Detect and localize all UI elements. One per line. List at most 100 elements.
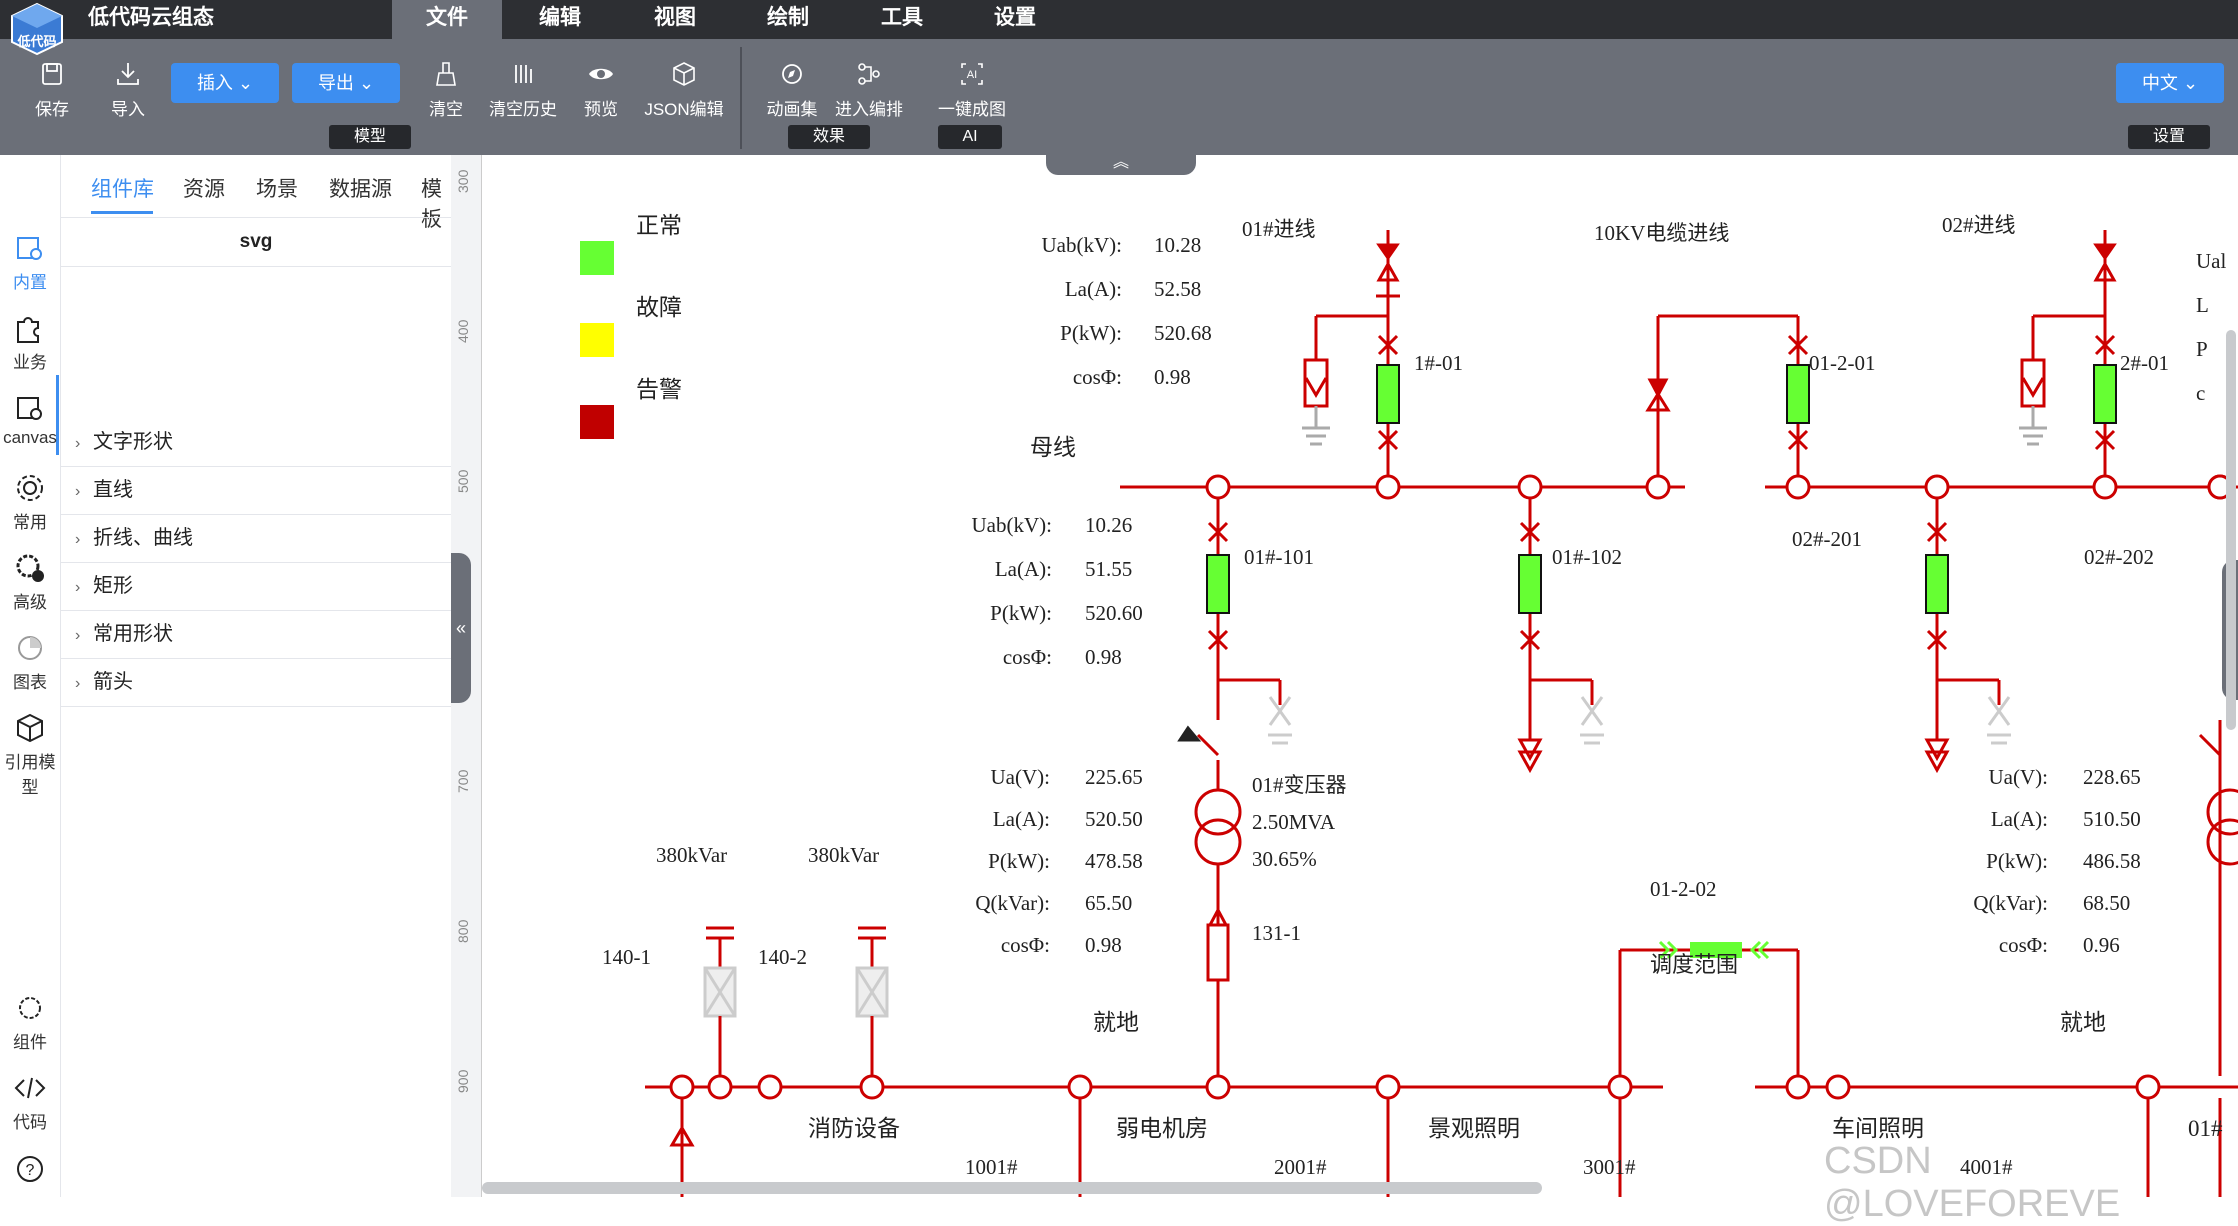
diagram-label: 01#-101 — [1244, 545, 1314, 569]
collapse-toolbar-button[interactable]: ︽ — [1046, 155, 1196, 175]
iconbar-code[interactable]: 代码 — [0, 1070, 60, 1133]
iconbar-business[interactable]: 业务 — [0, 310, 60, 373]
tab-resources[interactable]: 资源 — [183, 178, 225, 201]
one-click-diagram-button[interactable]: AI 一键成图 — [932, 59, 1012, 120]
ground-switch-icon — [1987, 696, 2011, 745]
help-button[interactable]: ? — [0, 1151, 60, 1189]
menu-settings[interactable]: 设置 — [994, 6, 1036, 29]
diagram-label: 0.98 — [1085, 645, 1122, 669]
diagram-label: 01#进线 — [1242, 217, 1316, 241]
insert-dropdown[interactable]: 插入 ⌄ — [171, 63, 279, 103]
diagram-label: cosΦ: — [1003, 645, 1052, 669]
iconbar-canvas[interactable]: canvas — [0, 390, 60, 448]
diagram-label: Uab(kV): — [1042, 233, 1122, 257]
diagram-label: Uab(kV): — [972, 513, 1052, 537]
diagram-label: 30.65% — [1252, 847, 1317, 871]
chevron-down-icon: ⌄ — [2182, 73, 2199, 93]
diagram-label: 02#进线 — [1942, 213, 2016, 237]
chevron-right-icon: › — [75, 675, 81, 692]
cursor-icon — [1177, 725, 1202, 742]
iconbar-chart[interactable]: 图表 — [0, 630, 60, 693]
legend-swatch — [580, 241, 614, 275]
logo-text: 低代码 — [16, 34, 56, 49]
menu-draw[interactable]: 绘制 — [767, 6, 809, 29]
panel-category-header: svg — [61, 217, 451, 267]
chevron-down-icon: ⌄ — [237, 73, 254, 93]
legend-label: 故障 — [636, 295, 682, 320]
bus-node — [757, 1074, 783, 1100]
collapse-left-panel-button[interactable]: « — [451, 553, 471, 703]
tab-scenes[interactable]: 场景 — [256, 178, 298, 201]
category-common-shapes[interactable]: ›常用形状 — [61, 611, 451, 659]
dispatch-bar — [1690, 942, 1742, 958]
diagram-label: 01#变压器 — [1252, 773, 1347, 797]
menu-edit[interactable]: 编辑 — [539, 6, 581, 29]
diagram-label: c — [2196, 381, 2205, 405]
app-title: 低代码云组态 — [88, 6, 214, 29]
bus-node — [1825, 1074, 1851, 1100]
tab-templates[interactable]: 模板 — [421, 178, 442, 231]
breaker-x — [1787, 334, 1809, 356]
bus-node — [1067, 1074, 1093, 1100]
menu-view[interactable]: 视图 — [654, 6, 696, 29]
category-text-shapes[interactable]: ›文字形状 — [61, 419, 451, 467]
menu-file[interactable]: 文件 — [392, 0, 502, 39]
category-line[interactable]: ›直线 — [61, 467, 451, 515]
diagram-label: cosΦ: — [1001, 933, 1050, 957]
iconbar-builtin[interactable]: 内置 — [0, 230, 60, 293]
save-button[interactable]: 保存 — [12, 59, 92, 120]
diagram-label: 478.58 — [1085, 849, 1143, 873]
switch-box — [1786, 364, 1810, 424]
chevron-right-icon: › — [75, 435, 81, 452]
import-button[interactable]: 导入 — [88, 59, 168, 120]
diagram-label: P(kW): — [990, 601, 1052, 625]
eye-icon — [589, 68, 613, 80]
puzzle-icon — [17, 317, 39, 343]
category-arrows[interactable]: ›箭头 — [61, 659, 451, 707]
diagram-label: 02#-201 — [1792, 527, 1862, 551]
language-select[interactable]: 中文 ⌄ — [2116, 63, 2224, 103]
enter-arrange-button[interactable]: 进入编排 — [829, 59, 909, 120]
diagram-label: La(A): — [993, 807, 1050, 831]
svg-text:AI: AI — [967, 69, 977, 81]
bus-node — [1205, 1074, 1231, 1100]
code-icon — [14, 1077, 46, 1099]
history-clear-icon — [515, 65, 532, 83]
breaker-x — [1519, 521, 1541, 543]
arrow-icon — [1517, 750, 1543, 774]
transformer-coil-top — [1194, 788, 1242, 836]
menu-bar: 低代码云组态 文件 编辑 视图 绘制 工具 设置 — [0, 0, 2238, 39]
preview-button[interactable]: 预览 — [561, 59, 641, 120]
shapes-icon — [17, 237, 42, 260]
json-edit-button[interactable]: JSON编辑 — [644, 59, 724, 120]
vertical-scrollbar[interactable] — [2226, 330, 2236, 730]
iconbar-advanced-label: 高级 — [13, 593, 47, 612]
bus-node — [669, 1074, 695, 1100]
animation-set-button[interactable]: 动画集 — [752, 59, 832, 120]
iconbar-ref-model[interactable]: 引用模型 — [0, 710, 60, 798]
iconbar-ref-model-label: 引用模型 — [4, 753, 56, 797]
diagram-label: 调度范围 — [1650, 952, 1738, 977]
bus-node — [2092, 474, 2118, 500]
clear-history-label: 清空历史 — [489, 100, 557, 119]
clear-button[interactable]: 清空 — [406, 59, 486, 120]
tab-datasource[interactable]: 数据源 — [329, 178, 392, 201]
iconbar-component[interactable]: 组件 — [0, 990, 60, 1053]
breaker-x — [1926, 521, 1948, 543]
export-dropdown[interactable]: 导出 ⌄ — [292, 63, 400, 103]
diagram-label: 2.50MVA — [1252, 810, 1336, 834]
horizontal-scrollbar[interactable] — [482, 1182, 1542, 1194]
diagram-label: Q(kVar): — [1973, 891, 2048, 915]
menu-tools[interactable]: 工具 — [881, 6, 923, 29]
switch-box — [1206, 554, 1230, 614]
category-rect[interactable]: ›矩形 — [61, 563, 451, 611]
category-polyline[interactable]: ›折线、曲线 — [61, 515, 451, 563]
iconbar-advanced[interactable]: 高级 — [0, 550, 60, 613]
switch-box — [1925, 554, 1949, 614]
tab-component-lib[interactable]: 组件库 — [91, 178, 154, 201]
iconbar-common[interactable]: 常用 — [0, 470, 60, 533]
iconbar-business-label: 业务 — [13, 353, 47, 372]
clear-history-button[interactable]: 清空历史 — [483, 59, 563, 120]
diagram-label: 0.96 — [2083, 933, 2120, 957]
